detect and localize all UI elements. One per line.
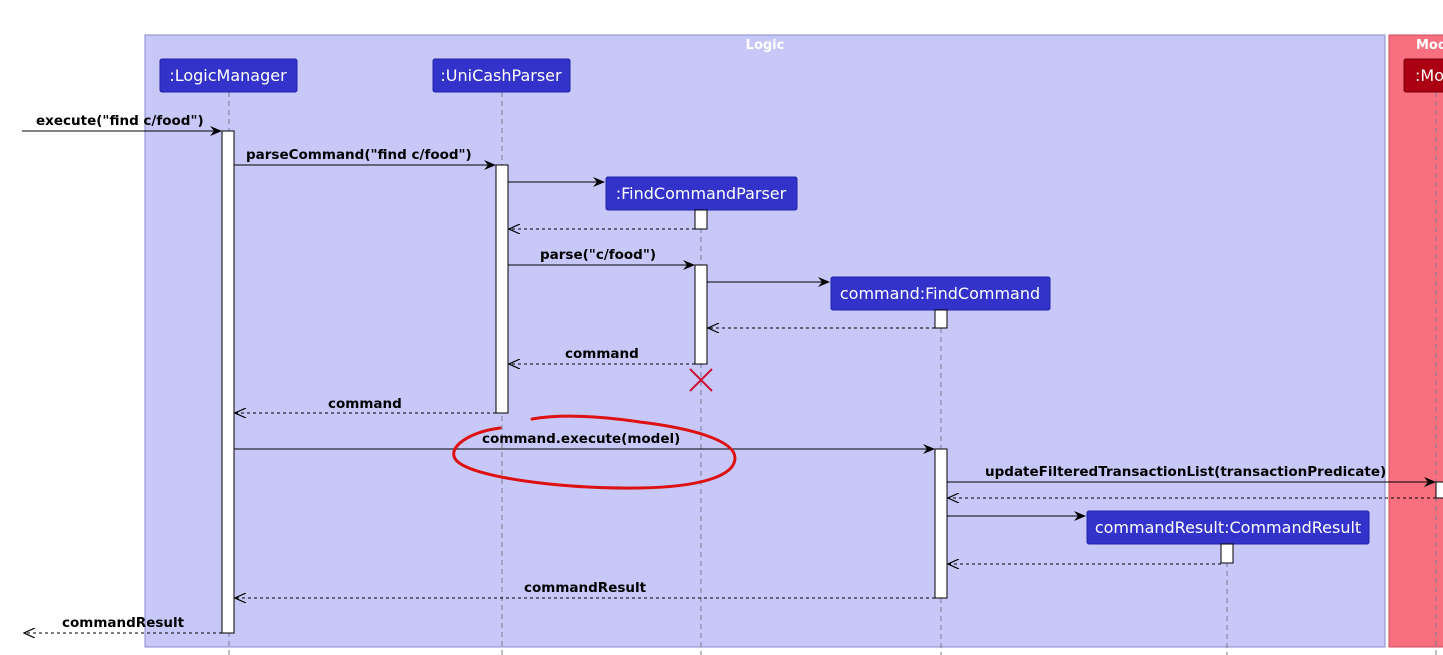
message-label: updateFilteredTransactionList(transactio…	[985, 464, 1386, 480]
participant-logic-manager[interactable]: :LogicManager	[159, 58, 298, 93]
model-frame-title: Model	[1416, 38, 1443, 53]
participant-command-result[interactable]: commandResult:CommandResult	[1086, 510, 1370, 545]
message-label: command.execute(model)	[482, 431, 680, 447]
message-label: commandResult	[524, 580, 647, 596]
activation-find-command-2	[934, 448, 948, 599]
activation-unicash-parser	[495, 164, 509, 414]
message-parse-command: parseCommand("find c/food")	[234, 147, 496, 170]
message-command-return-2: command	[509, 346, 695, 364]
message-command-return-3: command	[235, 396, 496, 413]
activation-find-command-parser-1	[694, 209, 708, 230]
message-final-return: commandResult	[24, 615, 222, 633]
activation-command-result	[1220, 543, 1234, 564]
participant-label: :Model	[1415, 66, 1443, 85]
message-label: execute("find c/food")	[36, 113, 204, 129]
logic-frame: Logic	[144, 34, 1386, 648]
activation-model	[1435, 481, 1443, 499]
message-execute: execute("find c/food")	[22, 113, 222, 136]
participant-label: :LogicManager	[169, 66, 287, 85]
participant-model[interactable]: :Model	[1403, 58, 1443, 93]
message-label: parse("c/food")	[540, 247, 656, 263]
message-label: commandResult	[62, 615, 185, 631]
participant-box	[1403, 58, 1443, 93]
destroy-marker-icon	[689, 368, 713, 392]
activation-logic-manager	[221, 130, 235, 634]
message-label: command	[328, 396, 402, 412]
participant-box	[432, 58, 571, 93]
message-parse: parse("c/food")	[508, 247, 695, 270]
participant-label: :UniCashParser	[440, 66, 562, 85]
participant-unicash-parser[interactable]: :UniCashParser	[432, 58, 571, 93]
participant-label: :FindCommandParser	[616, 184, 787, 203]
message-label: command	[565, 346, 639, 362]
activation-find-command-1	[934, 309, 948, 329]
message-update-filtered: updateFilteredTransactionList(transactio…	[947, 464, 1436, 487]
model-frame: Model	[1388, 34, 1443, 648]
participant-box	[159, 58, 298, 93]
message-command-execute: command.execute(model)	[234, 431, 935, 454]
logic-frame-title: Logic	[746, 38, 785, 53]
activation-find-command-parser-2	[694, 264, 708, 365]
participant-label: command:FindCommand	[840, 284, 1040, 303]
model-frame-box	[1388, 34, 1443, 648]
participant-find-command[interactable]: command:FindCommand	[830, 276, 1051, 311]
logic-frame-box	[144, 34, 1386, 648]
annotation-circle	[452, 414, 737, 490]
participant-find-command-parser[interactable]: :FindCommandParser	[605, 176, 798, 211]
participant-label: commandResult:CommandResult	[1095, 518, 1361, 537]
message-command-result-return: commandResult	[235, 580, 935, 598]
message-label: parseCommand("find c/food")	[246, 147, 472, 163]
